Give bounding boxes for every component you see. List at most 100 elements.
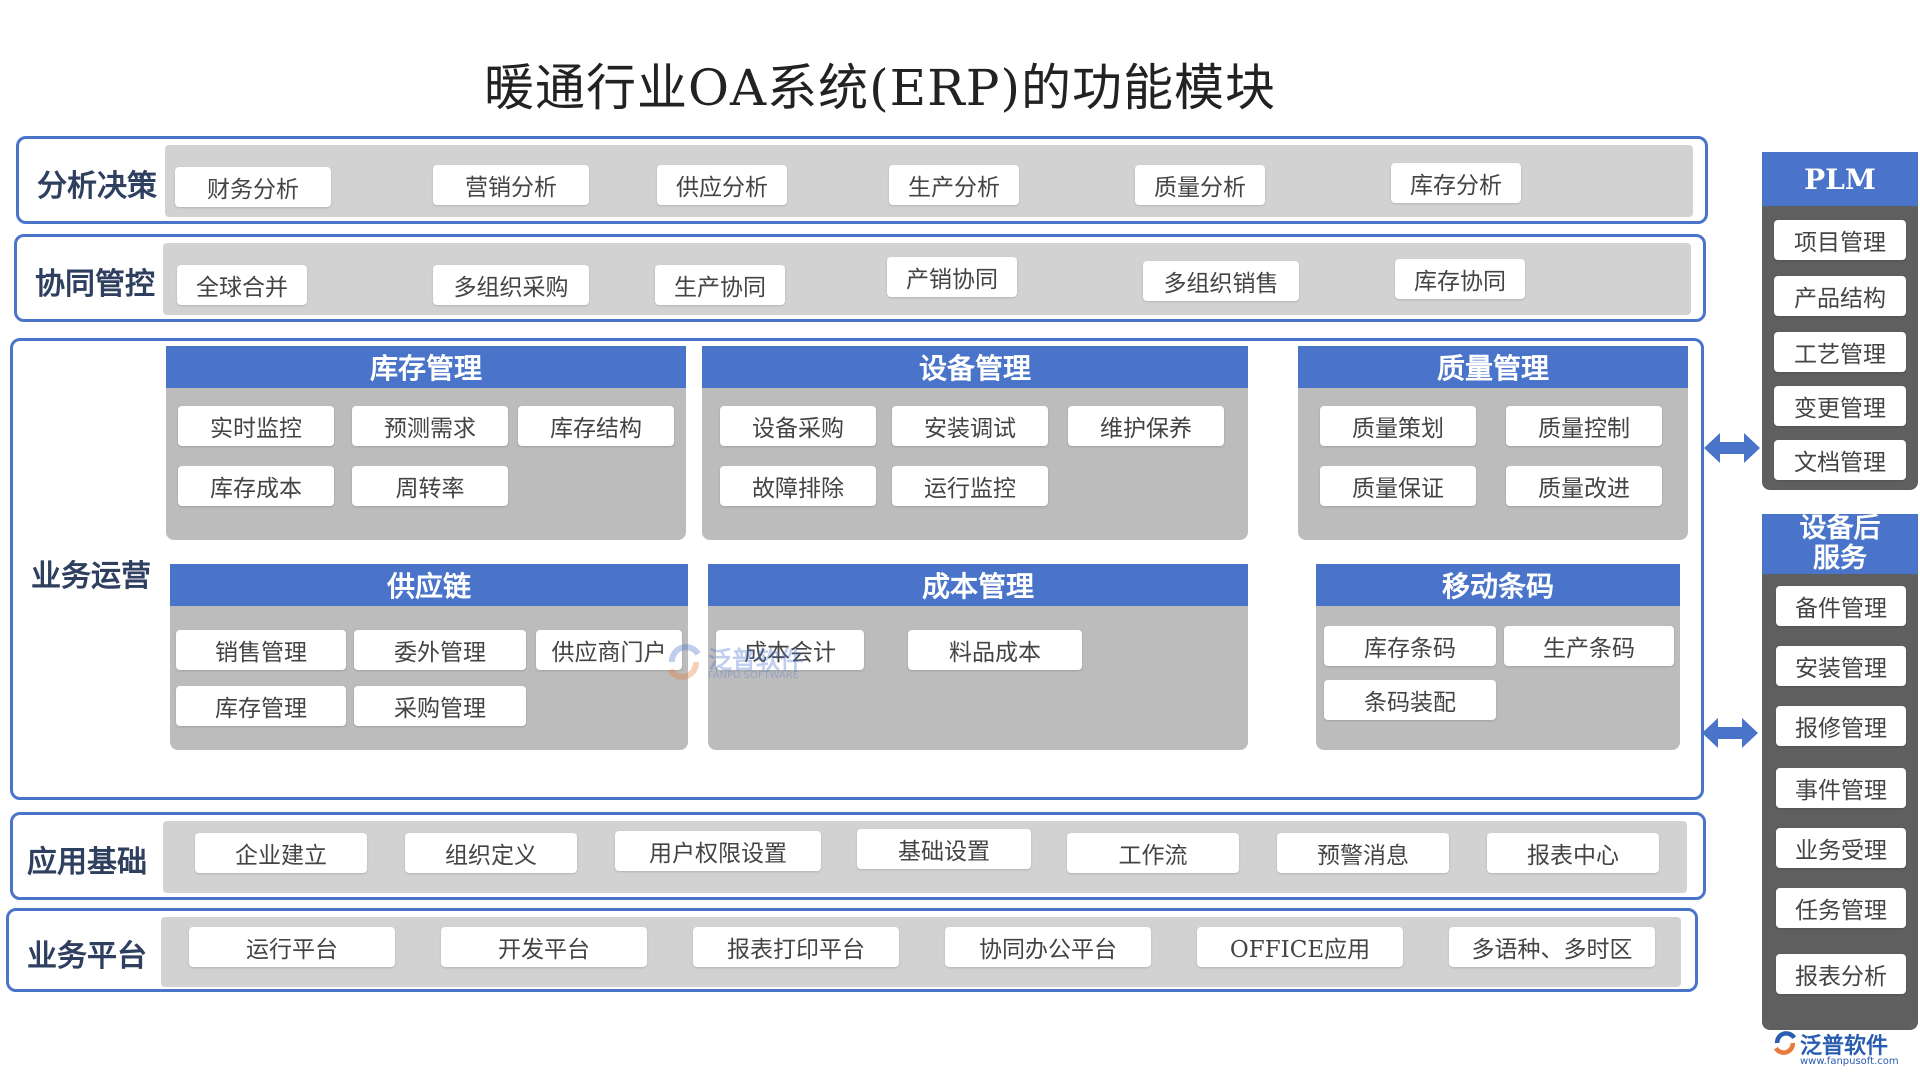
analysis-item[interactable]: 生产分析 (889, 165, 1019, 205)
watermark-cn: 泛普软件 (708, 645, 804, 674)
platform-item[interactable]: OFFICE应用 (1197, 927, 1403, 967)
equipment-item[interactable]: 设备采购 (720, 406, 876, 446)
plm-item[interactable]: 产品结构 (1774, 276, 1906, 316)
collab-item[interactable]: 全球合并 (177, 265, 307, 305)
supply-item[interactable]: 库存管理 (176, 686, 346, 726)
cost-panel: 成本管理 成本会计 料品成本 (708, 564, 1248, 750)
foundation-item[interactable]: 基础设置 (857, 829, 1031, 869)
plm-title: PLM (1762, 152, 1918, 206)
collab-item[interactable]: 多组织销售 (1143, 261, 1299, 301)
analysis-row-label: 分析决策 (37, 169, 157, 204)
barcode-panel: 移动条码 库存条码 生产条码 条码装配 (1316, 564, 1680, 750)
service-item[interactable]: 任务管理 (1776, 888, 1906, 928)
supply-item[interactable]: 采购管理 (354, 686, 526, 726)
plm-item[interactable]: 文档管理 (1774, 440, 1906, 480)
analysis-row: 分析决策 财务分析 营销分析 供应分析 生产分析 质量分析 库存分析 (16, 136, 1708, 224)
inventory-item[interactable]: 库存成本 (178, 466, 334, 506)
equipment-item[interactable]: 维护保养 (1068, 406, 1224, 446)
barcode-item[interactable]: 生产条码 (1504, 626, 1674, 666)
supply-item[interactable]: 供应商门户 (536, 630, 682, 670)
barcode-item[interactable]: 库存条码 (1324, 626, 1496, 666)
inventory-item[interactable]: 预测需求 (352, 406, 508, 446)
barcode-panel-title: 移动条码 (1316, 564, 1680, 606)
inventory-item[interactable]: 库存结构 (518, 406, 674, 446)
foundation-item[interactable]: 用户权限设置 (615, 831, 821, 871)
quality-panel: 质量管理 质量策划 质量控制 质量保证 质量改进 (1298, 346, 1688, 540)
collab-item[interactable]: 生产协同 (655, 265, 785, 305)
brand-logo-url: www.fanpusoft.com (1800, 1056, 1899, 1067)
analysis-row-items: 财务分析 营销分析 供应分析 生产分析 质量分析 库存分析 (165, 145, 1693, 217)
foundation-row: 应用基础 企业建立 组织定义 用户权限设置 基础设置 工作流 预警消息 报表中心 (10, 812, 1706, 900)
analysis-item[interactable]: 库存分析 (1391, 163, 1521, 203)
service-item[interactable]: 报表分析 (1776, 954, 1906, 994)
quality-item[interactable]: 质量改进 (1506, 466, 1662, 506)
equipment-item[interactable]: 安装调试 (892, 406, 1048, 446)
platform-row-items: 运行平台 开发平台 报表打印平台 协同办公平台 OFFICE应用 多语种、多时区 (161, 917, 1681, 987)
watermark: 泛普软件 FANPU SOFTWARE (664, 640, 834, 690)
platform-item[interactable]: 多语种、多时区 (1449, 927, 1655, 967)
service-item[interactable]: 备件管理 (1776, 586, 1906, 626)
analysis-item[interactable]: 财务分析 (175, 167, 331, 207)
quality-item[interactable]: 质量保证 (1320, 466, 1476, 506)
foundation-item[interactable]: 报表中心 (1487, 833, 1659, 873)
platform-item[interactable]: 运行平台 (189, 927, 395, 967)
brand-logo-cn: 泛普软件 (1800, 1033, 1889, 1059)
plm-item[interactable]: 变更管理 (1774, 386, 1906, 426)
service-item[interactable]: 业务受理 (1776, 828, 1906, 868)
foundation-item[interactable]: 工作流 (1067, 833, 1239, 873)
brand-logo: 泛普软件 www.fanpusoft.com (1772, 1028, 1912, 1074)
inventory-panel-title: 库存管理 (166, 346, 686, 388)
collab-row-items: 全球合并 多组织采购 生产协同 产销协同 多组织销售 库存协同 (163, 243, 1691, 315)
supply-item[interactable]: 销售管理 (176, 630, 346, 670)
service-item[interactable]: 事件管理 (1776, 768, 1906, 808)
platform-item[interactable]: 协同办公平台 (945, 927, 1151, 967)
collab-item[interactable]: 产销协同 (887, 257, 1017, 297)
equipment-panel-title: 设备管理 (702, 346, 1248, 388)
foundation-item[interactable]: 组织定义 (405, 833, 577, 873)
foundation-row-label: 应用基础 (27, 845, 147, 880)
service-title-line2: 服务 (1813, 543, 1867, 574)
service-item[interactable]: 安装管理 (1776, 646, 1906, 686)
plm-column: PLM 项目管理 产品结构 工艺管理 变更管理 文档管理 (1762, 152, 1918, 490)
foundation-item[interactable]: 预警消息 (1277, 833, 1449, 873)
foundation-row-items: 企业建立 组织定义 用户权限设置 基础设置 工作流 预警消息 报表中心 (163, 821, 1687, 893)
service-item[interactable]: 报修管理 (1776, 706, 1906, 746)
foundation-item[interactable]: 企业建立 (195, 833, 367, 873)
service-title-line1: 设备后 (1799, 513, 1881, 544)
service-title: 设备后 服务 (1762, 514, 1918, 574)
plm-item[interactable]: 项目管理 (1774, 220, 1906, 260)
platform-item[interactable]: 报表打印平台 (693, 927, 899, 967)
collab-item[interactable]: 多组织采购 (433, 265, 589, 305)
analysis-item[interactable]: 质量分析 (1135, 165, 1265, 205)
platform-item[interactable]: 开发平台 (441, 927, 647, 967)
watermark-logo-icon (667, 644, 701, 680)
analysis-item[interactable]: 供应分析 (657, 165, 787, 205)
equipment-item[interactable]: 运行监控 (892, 466, 1048, 506)
barcode-item[interactable]: 条码装配 (1324, 680, 1496, 720)
brand-logo-icon (1773, 1031, 1797, 1055)
collab-item[interactable]: 库存协同 (1395, 259, 1525, 299)
double-arrow-icon (1702, 718, 1758, 748)
quality-item[interactable]: 质量控制 (1506, 406, 1662, 446)
analysis-item[interactable]: 营销分析 (433, 165, 589, 205)
platform-row-label: 业务平台 (27, 939, 147, 974)
quality-panel-title: 质量管理 (1298, 346, 1688, 388)
cost-item[interactable]: 料品成本 (908, 630, 1082, 670)
inventory-item[interactable]: 实时监控 (178, 406, 334, 446)
ops-row-label: 业务运营 (31, 559, 151, 594)
plm-item[interactable]: 工艺管理 (1774, 332, 1906, 372)
inventory-panel: 库存管理 实时监控 预测需求 库存结构 库存成本 周转率 (166, 346, 686, 540)
equipment-item[interactable]: 故障排除 (720, 466, 876, 506)
double-arrow-icon (1704, 433, 1760, 463)
collab-row: 协同管控 全球合并 多组织采购 生产协同 产销协同 多组织销售 库存协同 (14, 234, 1706, 322)
equipment-panel: 设备管理 设备采购 安装调试 维护保养 故障排除 运行监控 (702, 346, 1248, 540)
cost-item[interactable]: 成本会计 (716, 630, 864, 670)
quality-item[interactable]: 质量策划 (1320, 406, 1476, 446)
watermark-en: FANPU SOFTWARE (708, 670, 800, 681)
supply-item[interactable]: 委外管理 (354, 630, 526, 670)
inventory-item[interactable]: 周转率 (352, 466, 508, 506)
cost-panel-title: 成本管理 (708, 564, 1248, 606)
collab-row-label: 协同管控 (35, 267, 155, 302)
supply-panel-title: 供应链 (170, 564, 688, 606)
platform-row: 业务平台 运行平台 开发平台 报表打印平台 协同办公平台 OFFICE应用 多语… (6, 908, 1698, 992)
